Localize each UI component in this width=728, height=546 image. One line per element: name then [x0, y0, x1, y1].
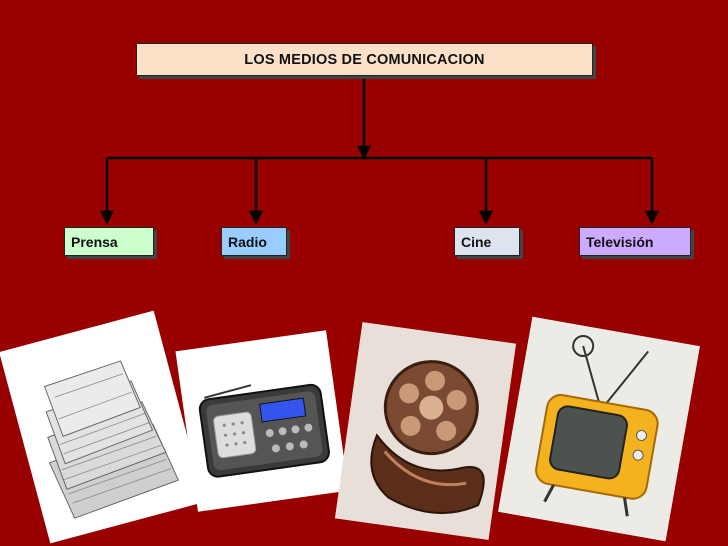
- media-label-cine: Cine: [454, 227, 520, 256]
- diagram-title: LOS MEDIOS DE COMUNICACION: [136, 43, 593, 76]
- film-reel-icon: [334, 322, 517, 540]
- radio-icon: [175, 330, 349, 512]
- media-label-prensa: Prensa: [64, 227, 154, 256]
- newspapers-icon: [0, 310, 205, 544]
- television-icon: [498, 316, 700, 542]
- media-label-radio: Radio: [221, 227, 287, 256]
- media-label-television: Televisión: [579, 227, 691, 256]
